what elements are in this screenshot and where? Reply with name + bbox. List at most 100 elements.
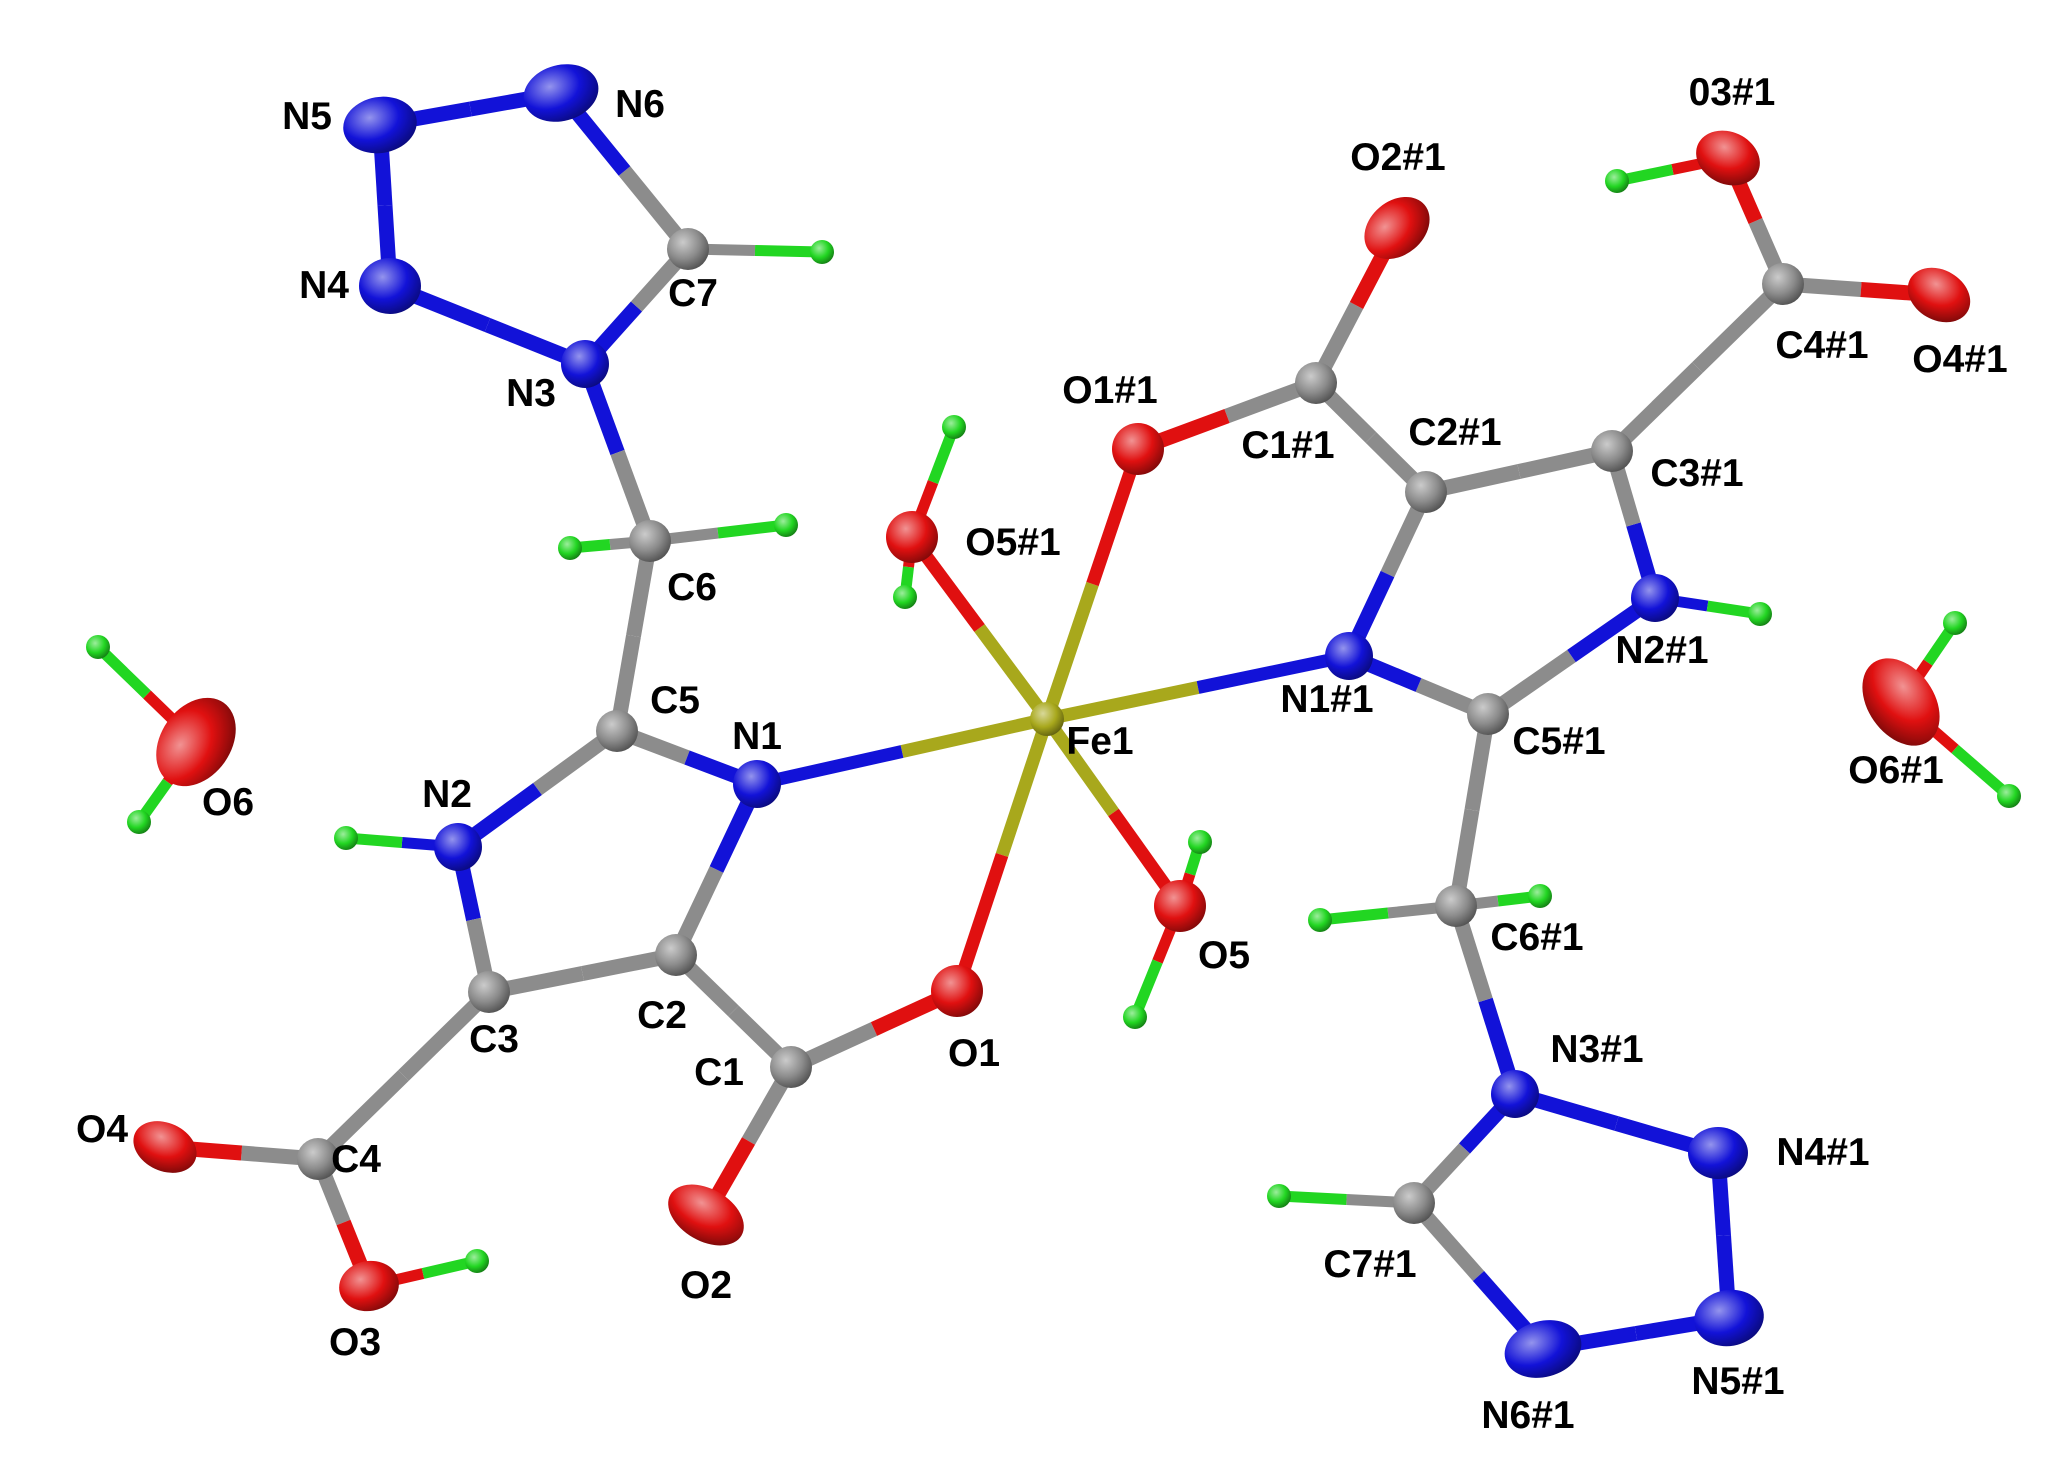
label-fe1: Fe1 (1066, 720, 1133, 763)
atom-c6_1 (1435, 885, 1477, 927)
atom-n6_1 (1504, 1320, 1582, 1378)
label-n5_1: N5#1 (1691, 1360, 1784, 1403)
label-n4_1: N4#1 (1776, 1131, 1869, 1174)
atom-o5_1 (886, 511, 938, 563)
atom-c6 (629, 520, 671, 562)
atoms-layer (86, 64, 2021, 1378)
atom-c1 (770, 1046, 812, 1088)
bond-Fe1-O5_1-a (974, 624, 1053, 723)
atom-h6a_1 (1308, 908, 1332, 932)
atom-o4 (133, 1121, 197, 1173)
atom-c5_1 (1467, 693, 1509, 735)
bond-Fe1-O1_1-a (1040, 581, 1099, 722)
atom-n1_1 (1325, 632, 1373, 680)
bond-Fe1-N1-b (755, 745, 904, 791)
atom-n2_1 (1631, 574, 1679, 622)
atom-n3 (561, 340, 609, 388)
bonds-layer (94, 85, 2013, 1357)
atom-o2_1 (1364, 196, 1430, 260)
atom-h3_1 (1605, 169, 1629, 193)
atom-c1_1 (1295, 362, 1337, 404)
atom-h5a (1188, 830, 1212, 854)
label-n2: N2 (422, 773, 472, 816)
atom-c4_1 (1762, 263, 1804, 305)
atom-n6 (523, 64, 599, 122)
bond-Fe1-O1-a (995, 716, 1054, 858)
bond-Fe1-N1-a (900, 712, 1049, 758)
atom-c7_1 (1393, 1182, 1435, 1224)
label-c2_1: C2#1 (1408, 411, 1501, 454)
atom-c2_1 (1405, 471, 1447, 513)
label-c1: C1 (694, 1051, 744, 1094)
label-n6: N6 (615, 83, 665, 126)
atom-o4_1 (1907, 267, 1971, 323)
atom-o6_1 (1862, 658, 1940, 746)
label-c7_1: C7#1 (1323, 1243, 1416, 1286)
atom-n1 (733, 760, 781, 808)
atom-h7 (810, 240, 834, 264)
label-o6_1: O6#1 (1848, 749, 1943, 792)
bond-Fe1-N1_1-b (1196, 649, 1351, 694)
label-n6_1: N6#1 (1481, 1394, 1574, 1437)
atom-h7_1 (1267, 1184, 1291, 1208)
label-c1_1: C1#1 (1241, 424, 1334, 467)
atom-c4 (297, 1138, 339, 1180)
atom-o6 (156, 697, 236, 787)
atom-fe1 (1030, 702, 1064, 736)
atom-o1_1 (1112, 423, 1164, 475)
label-n2_1: N2#1 (1615, 629, 1708, 672)
atom-h2 (334, 826, 358, 850)
label-o3_1: 03#1 (1689, 71, 1776, 114)
atom-h6wb_1 (1997, 784, 2021, 808)
label-o4: O4 (76, 1108, 128, 1151)
atom-h5b (1123, 1005, 1147, 1029)
label-c6_1: C6#1 (1490, 916, 1583, 959)
label-n4: N4 (299, 264, 349, 307)
bond-Fe1-O5-a (1041, 715, 1119, 817)
label-o2_1: O2#1 (1350, 136, 1445, 179)
label-o2: O2 (680, 1264, 732, 1307)
atom-c5 (596, 710, 638, 752)
label-o5_1: O5#1 (965, 521, 1060, 564)
label-c3_1: C3#1 (1650, 452, 1743, 495)
atom-o5 (1154, 880, 1206, 932)
atom-n5 (343, 96, 417, 154)
label-o5: O5 (1198, 934, 1250, 977)
atom-h6b (774, 513, 798, 537)
label-c5: C5 (650, 679, 700, 722)
label-o1_1: O1#1 (1062, 369, 1157, 412)
label-c2: C2 (637, 994, 687, 1037)
label-c4_1: C4#1 (1775, 324, 1868, 367)
label-c5_1: C5#1 (1512, 720, 1605, 763)
atom-o1 (931, 965, 983, 1017)
label-o1: O1 (948, 1032, 1000, 1075)
label-n1_1: N1#1 (1280, 678, 1373, 721)
atom-c3 (468, 971, 510, 1013)
atom-n5_1 (1694, 1289, 1764, 1347)
atom-h2_1 (1748, 602, 1772, 626)
label-n5: N5 (282, 95, 332, 138)
label-c4: C4 (331, 1138, 381, 1181)
label-n3_1: N3#1 (1550, 1028, 1643, 1071)
label-o6: O6 (202, 781, 254, 824)
label-o4_1: O4#1 (1912, 338, 2007, 381)
atom-c7 (667, 228, 709, 270)
bond-Fe1-N1_1-a (1045, 681, 1200, 726)
label-n3: N3 (506, 372, 556, 415)
label-n1: N1 (732, 715, 782, 758)
label-c7: C7 (668, 272, 718, 315)
atom-h5b_1 (893, 585, 917, 609)
atom-h6wa_1 (1943, 611, 1967, 635)
atom-o2 (668, 1184, 744, 1246)
atom-n4_1 (1688, 1127, 1748, 1179)
atom-o3 (339, 1260, 399, 1312)
atom-n4 (359, 258, 421, 314)
atom-o3_1 (1696, 130, 1760, 186)
atom-c2 (655, 934, 697, 976)
atom-h5a_1 (942, 415, 966, 439)
atom-h6wb (127, 810, 151, 834)
atom-c3_1 (1591, 430, 1633, 472)
label-c6: C6 (667, 566, 717, 609)
